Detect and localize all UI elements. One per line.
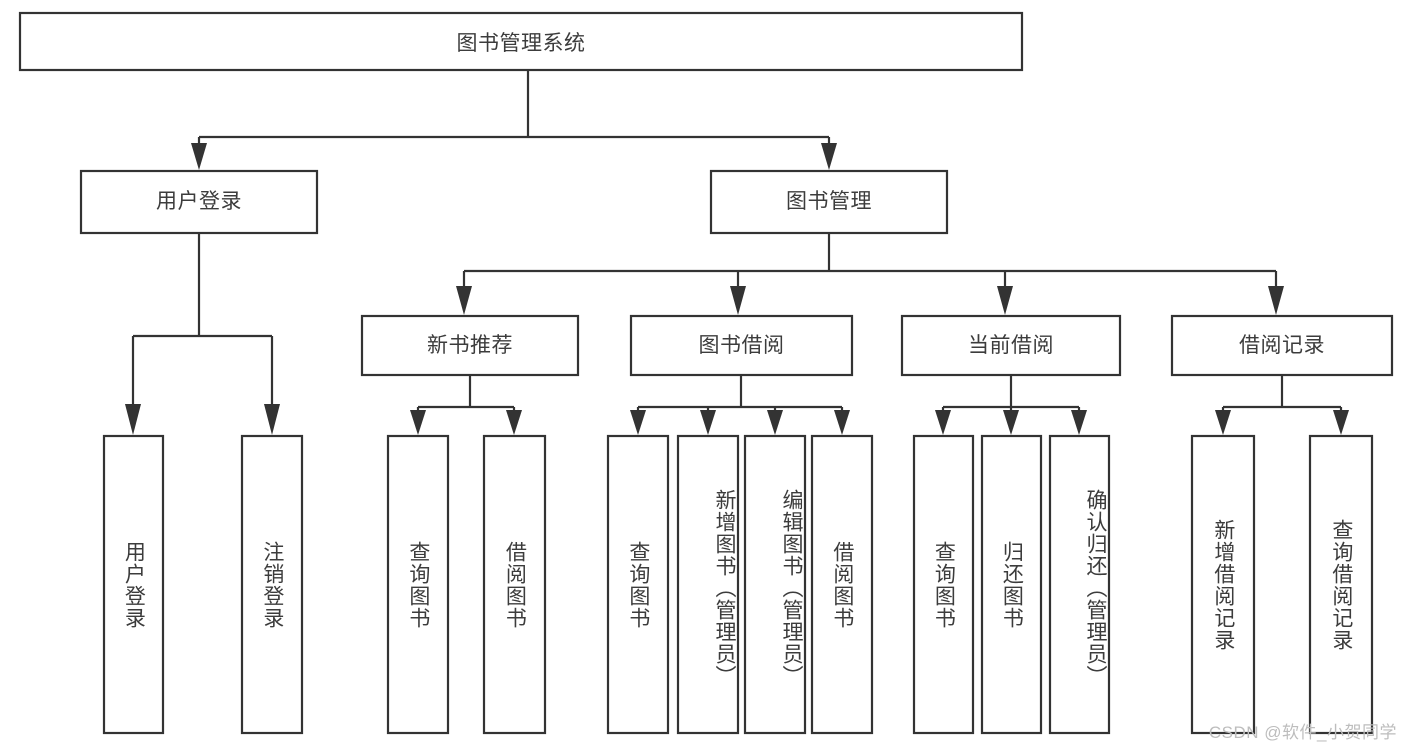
arrow-head-current-borrow <box>997 286 1013 315</box>
node-box-leaf-add-record[interactable] <box>1190 434 1256 735</box>
arrow-head-leaf-query-book-2 <box>630 410 646 435</box>
node-box-book-management[interactable] <box>709 169 949 235</box>
node-box-borrow-record[interactable] <box>1170 314 1394 377</box>
arrow-head-book-borrow <box>730 286 746 315</box>
node-box-leaf-add-book[interactable] <box>676 434 740 735</box>
node-box-current-borrow[interactable] <box>900 314 1122 377</box>
arrow-head-book-management <box>821 143 837 170</box>
watermark-text: CSDN @软件_小贺同学 <box>1208 723 1397 742</box>
node-box-leaf-logout[interactable] <box>240 434 304 735</box>
node-box-new-book-recommend[interactable] <box>360 314 580 377</box>
node-box-leaf-query-book-1[interactable] <box>386 434 450 735</box>
node-box-leaf-query-book-2[interactable] <box>606 434 670 735</box>
arrow-head-leaf-user-login <box>125 404 141 435</box>
node-box-user-login[interactable] <box>79 169 319 235</box>
arrow-head-borrow-record <box>1268 286 1284 315</box>
node-box-leaf-user-login[interactable] <box>102 434 165 735</box>
arrow-head-new-book-recommend <box>456 286 472 315</box>
node-box-leaf-confirm-return[interactable] <box>1048 434 1111 735</box>
arrow-head-leaf-return-book <box>1003 410 1019 435</box>
arrow-head-user-login <box>191 143 207 170</box>
arrow-head-leaf-query-book-3 <box>935 410 951 435</box>
node-box-book-borrow[interactable] <box>629 314 854 377</box>
arrow-head-leaf-logout <box>264 404 280 435</box>
arrow-head-leaf-query-record <box>1333 410 1349 435</box>
node-box-leaf-borrow-book-2[interactable] <box>810 434 874 735</box>
arrow-head-leaf-borrow-book-2 <box>834 410 850 435</box>
node-box-leaf-borrow-book-1[interactable] <box>482 434 547 735</box>
arrow-head-leaf-add-record <box>1215 410 1231 435</box>
node-box-leaf-edit-book[interactable] <box>743 434 807 735</box>
node-box-root[interactable] <box>18 11 1024 72</box>
arrow-head-leaf-add-book <box>700 410 716 435</box>
arrow-head-leaf-confirm-return <box>1071 410 1087 435</box>
node-box-leaf-query-record[interactable] <box>1308 434 1374 735</box>
node-box-leaf-query-book-3[interactable] <box>912 434 975 735</box>
arrow-head-leaf-query-book-1 <box>410 410 426 435</box>
node-box-leaf-return-book[interactable] <box>980 434 1043 735</box>
arrow-head-leaf-borrow-book-1 <box>506 410 522 435</box>
arrow-head-leaf-edit-book <box>767 410 783 435</box>
